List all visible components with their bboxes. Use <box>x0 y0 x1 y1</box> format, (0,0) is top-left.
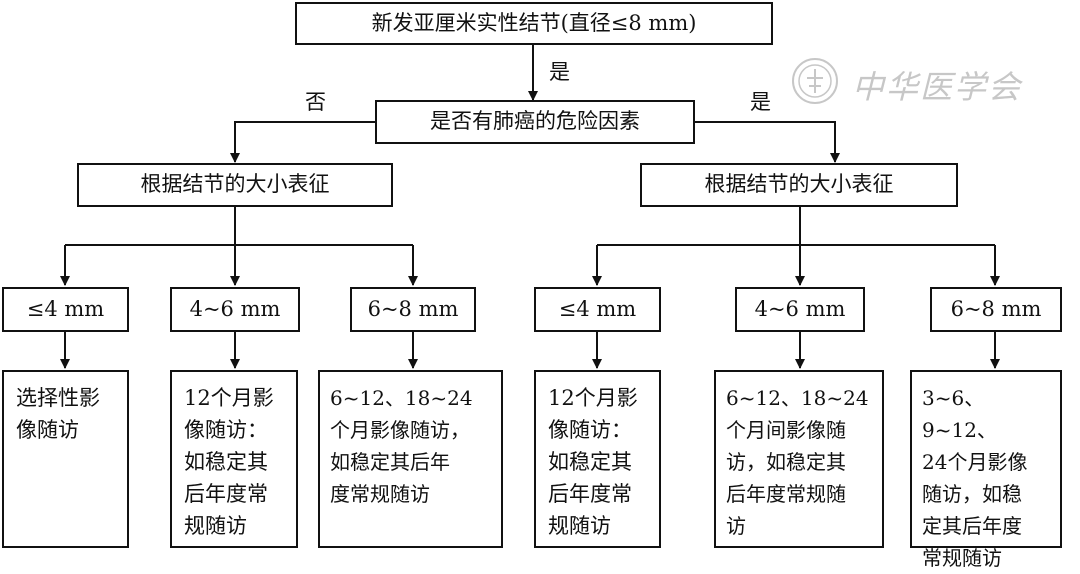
right-size-4to6: 4~6 mm <box>735 287 865 332</box>
right-rec-4to6: 6~12、18~24 个月间影像随 访，如稳定其 后年度常规随 访 <box>714 370 884 548</box>
watermark: 中华医学会 <box>790 56 1040 106</box>
risk-question-node: 是否有肺癌的危险因素 <box>375 100 695 144</box>
root-node: 新发亚厘米实性结节(直径≤8 mm) <box>295 2 773 45</box>
right-rec-6to8: 3~6、9~12、 24个月影像 随访，如稳 定其后年度 常规随访 <box>910 370 1062 570</box>
left-size-4to6: 4~6 mm <box>170 287 300 332</box>
edge-risk-to-left <box>230 121 375 163</box>
watermark-text: 中华医学会 <box>852 68 1023 106</box>
left-size-le4: ≤4 mm <box>2 287 129 332</box>
left-rec-6to8: 6~12、18~24 个月影像随访， 如稳定其后年 度常规随访 <box>318 370 503 548</box>
connector-lines <box>60 45 1000 369</box>
right-rec-le4: 12个月影 像随访： 如稳定其 后年度常 规随访 <box>534 370 661 548</box>
right-size-6to8: 6~8 mm <box>930 287 1062 332</box>
right-classify-node: 根据结节的大小表征 <box>640 163 958 207</box>
branch-no-label: 否 <box>305 90 326 114</box>
left-classify-node: 根据结节的大小表征 <box>77 163 393 207</box>
edge-risk-to-right <box>695 121 840 163</box>
medical-association-seal-icon <box>792 58 838 104</box>
left-rec-4to6: 12个月影 像随访： 如稳定其 后年度常 规随访 <box>170 370 298 548</box>
left-rec-le4: 选择性影 像随访 <box>2 370 129 548</box>
root-edge-label: 是 <box>549 60 570 84</box>
right-size-le4: ≤4 mm <box>534 287 661 332</box>
left-size-6to8: 6~8 mm <box>350 287 476 332</box>
branch-yes-label: 是 <box>750 90 771 114</box>
flowchart: 新发亚厘米实性结节(直径≤8 mm) 是 是否有肺癌的危险因素 否 是 根据结节… <box>2 2 1062 570</box>
